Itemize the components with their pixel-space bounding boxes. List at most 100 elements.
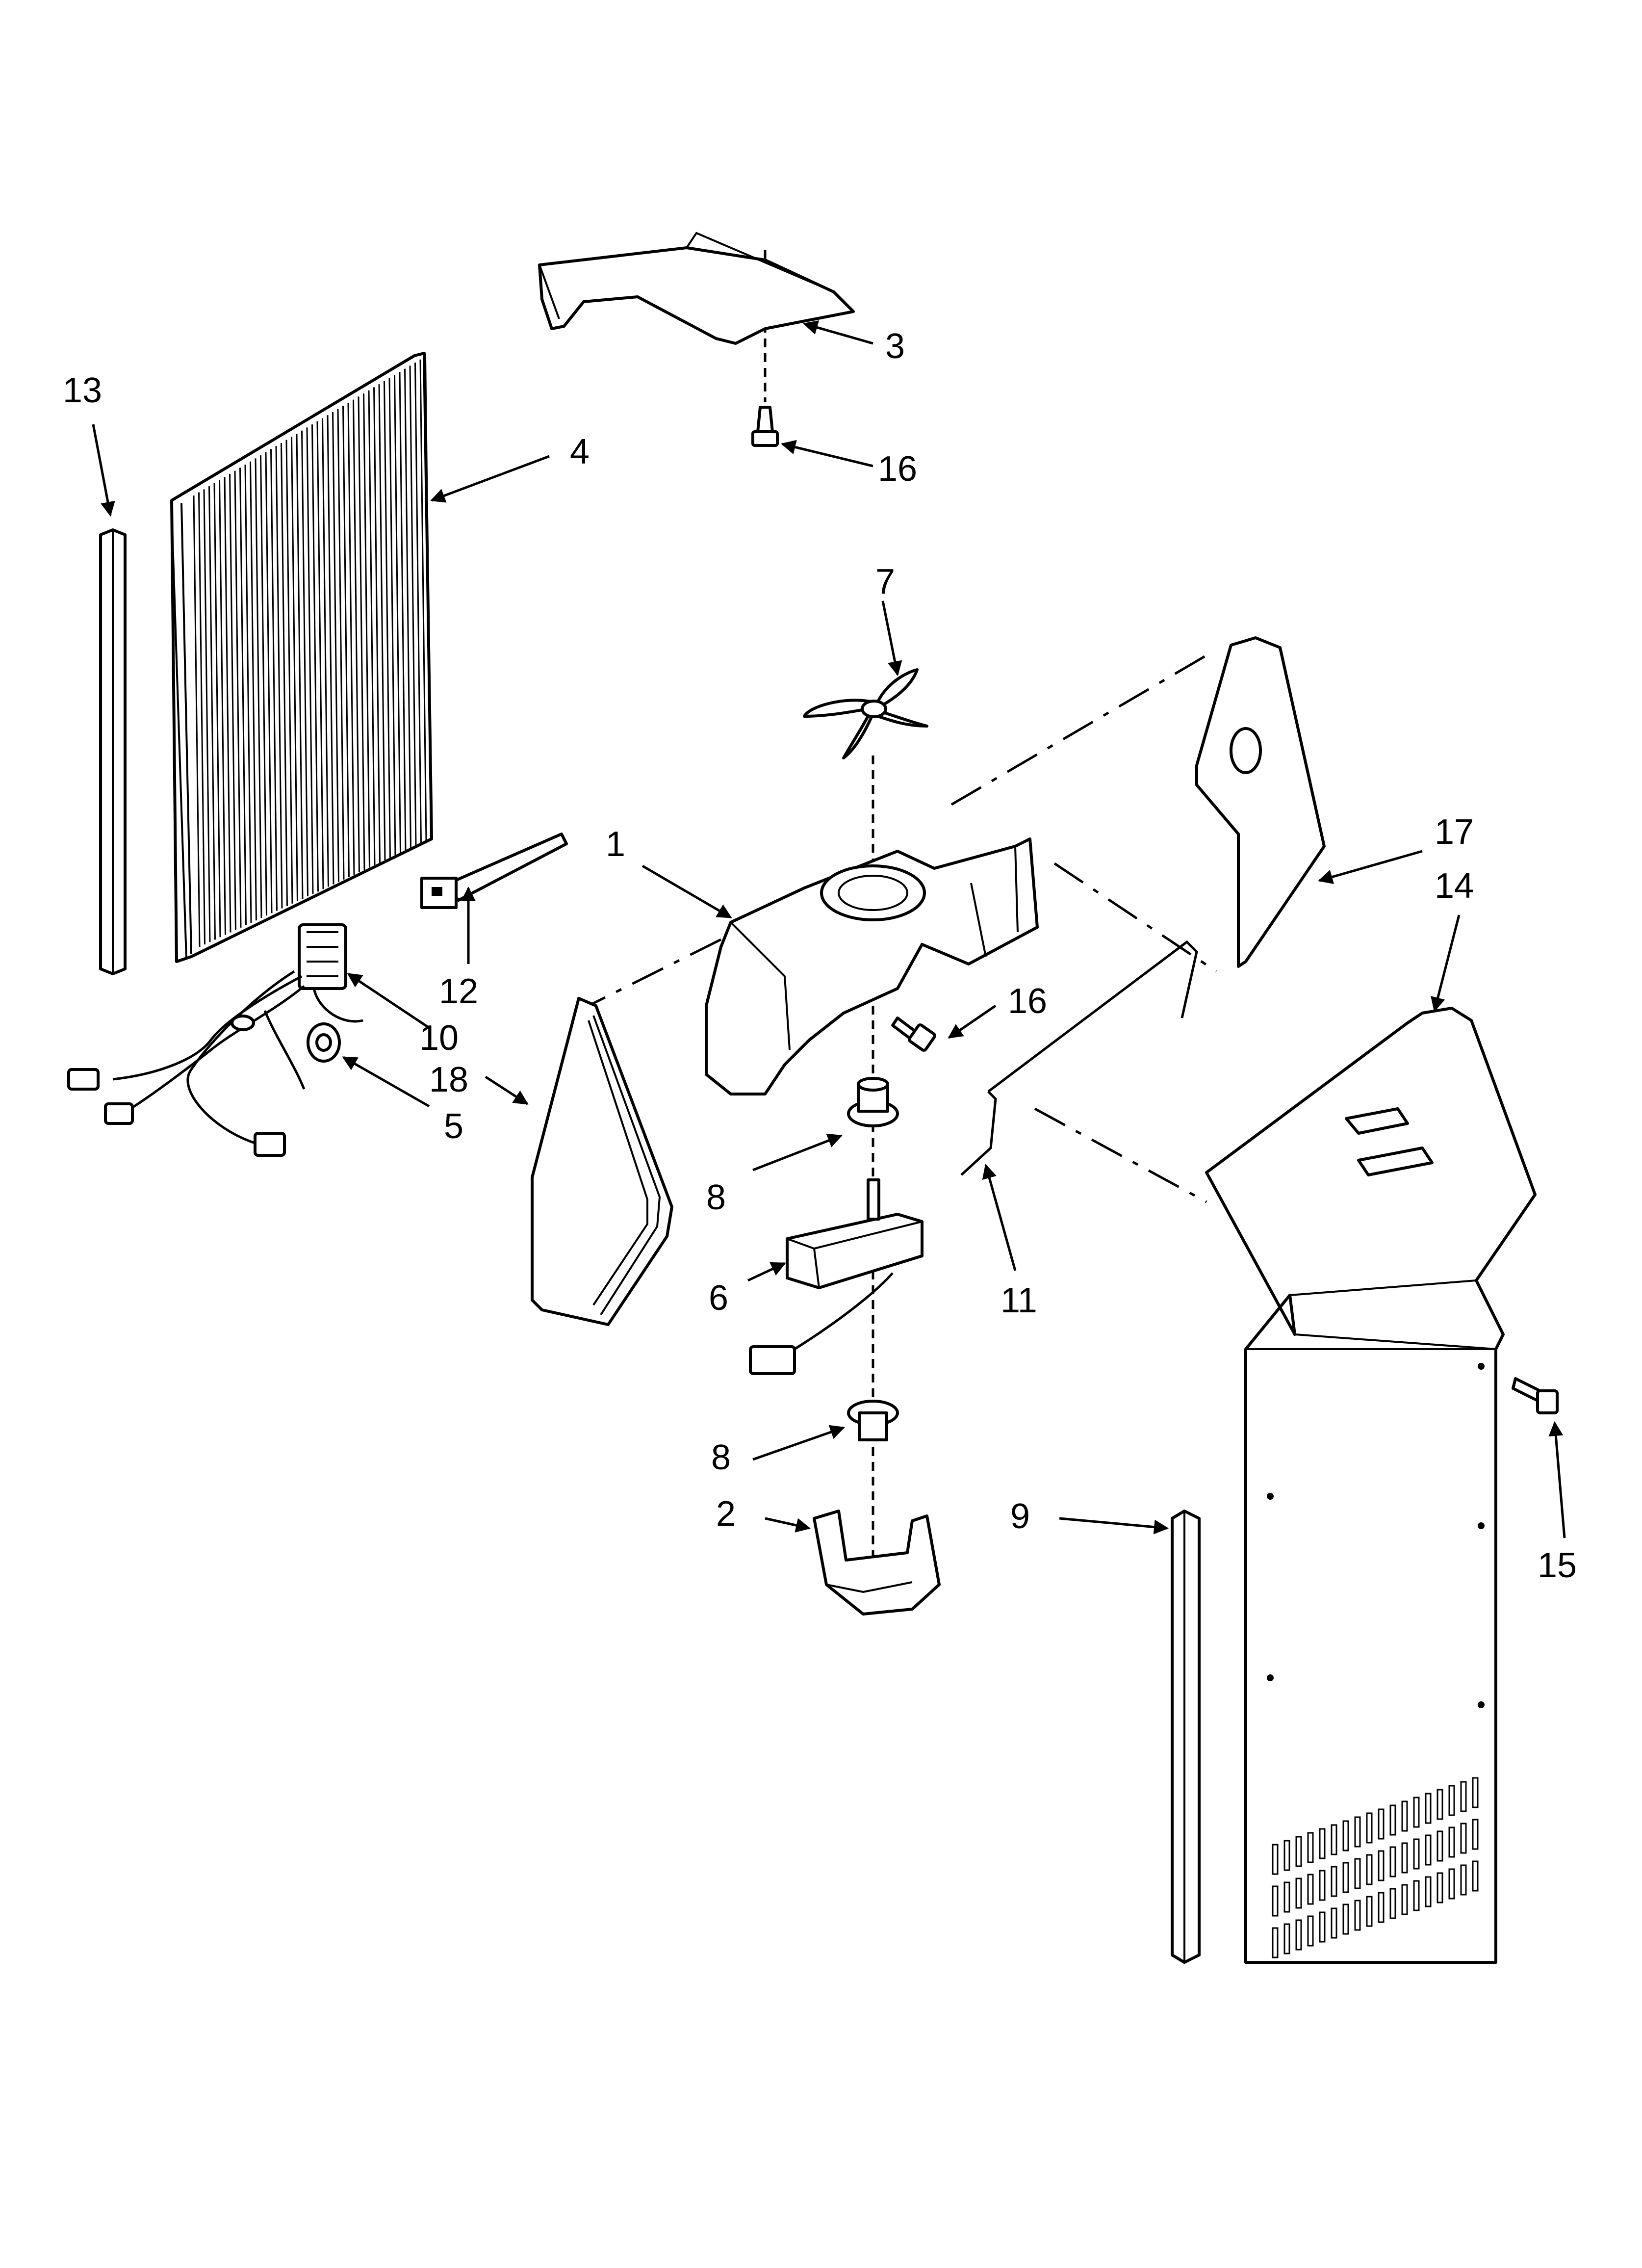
- coil-fin: [265, 452, 273, 913]
- coil-fin: [285, 440, 293, 904]
- callout-16-top: 16: [878, 449, 917, 489]
- callout-3: 3: [885, 327, 905, 366]
- vent-slot: [1425, 1834, 1432, 1866]
- vent-slot: [1272, 1927, 1279, 1958]
- screw-part-16-top: [751, 406, 779, 447]
- vent-slot: [1331, 1824, 1337, 1855]
- coil-fin: [291, 437, 298, 901]
- coil-fin: [239, 468, 247, 925]
- callout-1: 1: [606, 825, 625, 864]
- vent-slot: [1331, 1907, 1337, 1939]
- coil-fin: [373, 387, 381, 863]
- coil-fin: [224, 477, 231, 933]
- vent-slot: [1366, 1812, 1373, 1844]
- callout-11: 11: [1001, 1281, 1037, 1320]
- vent-slot: [1307, 1874, 1314, 1905]
- fan-motor-part-6: [749, 1178, 924, 1375]
- vent-slot: [1307, 1832, 1314, 1863]
- callout-10: 10: [419, 1018, 459, 1058]
- coil-fin: [425, 356, 432, 839]
- vent-slot: [1295, 1836, 1302, 1867]
- vent-slot: [1342, 1862, 1349, 1893]
- vent-slot: [1448, 1868, 1455, 1900]
- vent-slot: [1472, 1819, 1479, 1850]
- callout-18: 18: [429, 1060, 468, 1099]
- vent-slot: [1307, 1915, 1314, 1947]
- vent-slot: [1401, 1884, 1408, 1915]
- vent-slot: [1437, 1830, 1443, 1862]
- vent-slot: [1342, 1820, 1349, 1851]
- vent-slot: [1331, 1866, 1337, 1897]
- coil-fin: [193, 495, 201, 947]
- callout-6: 6: [709, 1278, 728, 1318]
- coil-fin: [244, 464, 252, 923]
- grommet-part-5: [307, 1022, 341, 1063]
- coil-fin: [316, 421, 324, 889]
- vent-slot: [1378, 1892, 1385, 1923]
- motor-mount-lower-part-8: [847, 1400, 899, 1441]
- vent-slot: [1342, 1903, 1349, 1935]
- coil-fin: [306, 427, 314, 894]
- coil-fin: [399, 371, 407, 851]
- coil-fin: [281, 443, 288, 906]
- screw-part-16-housing: [891, 1017, 936, 1052]
- vent-slot: [1437, 1789, 1443, 1820]
- insulation-part-17: [1195, 636, 1326, 968]
- callout-15: 15: [1538, 1546, 1577, 1585]
- vent-slot: [1283, 1840, 1290, 1871]
- coil-fin: [270, 449, 278, 911]
- cable-tie-part-12: [420, 833, 568, 909]
- vent-slot: [1354, 1900, 1361, 1931]
- vent-slot: [1319, 1828, 1326, 1859]
- coil-fin: [219, 480, 226, 935]
- callout-16-housing: 16: [1008, 982, 1047, 1021]
- coil-fin: [347, 402, 355, 875]
- coil-fin: [363, 393, 370, 868]
- coil-fin: [378, 384, 386, 860]
- vent-slot: [1472, 1777, 1479, 1808]
- vent-slot: [1366, 1854, 1373, 1885]
- coil-fins: [193, 356, 432, 947]
- coil-fin: [384, 381, 391, 858]
- vent-slot: [1425, 1876, 1432, 1907]
- coil-fin: [388, 378, 396, 856]
- vent-slot: [1448, 1785, 1455, 1816]
- fan-blade-part-7: [803, 668, 928, 759]
- coil-fin: [353, 399, 360, 873]
- coil-fin: [327, 415, 334, 885]
- vent-slot: [1378, 1850, 1385, 1881]
- cover-vent-slots: [1272, 1777, 1479, 1958]
- vent-slot: [1401, 1842, 1408, 1874]
- coil-fin: [311, 424, 319, 892]
- vent-slot: [1366, 1896, 1373, 1927]
- coil-fin: [208, 486, 216, 940]
- coil-fin: [368, 390, 376, 865]
- coil-fin: [250, 461, 257, 921]
- vent-slot: [1283, 1881, 1290, 1913]
- vent-slot: [1272, 1885, 1279, 1917]
- vent-slot: [1472, 1860, 1479, 1892]
- motor-bracket-part-2: [813, 1510, 941, 1616]
- coil-fin: [322, 418, 329, 887]
- vent-slot: [1354, 1858, 1361, 1889]
- rear-cover-part-14: [1205, 1007, 1537, 1964]
- callout-7: 7: [875, 562, 895, 601]
- wiring-harness-part-10: [67, 923, 363, 1157]
- motor-mount-upper-part-8: [847, 1077, 899, 1127]
- vent-slot: [1283, 1923, 1290, 1955]
- coil-fin: [358, 396, 365, 870]
- wire-frame-part-11: [960, 940, 1198, 1176]
- coil-fin: [394, 375, 401, 853]
- coil-fin: [255, 458, 262, 918]
- coil-fin: [198, 492, 205, 945]
- fan-housing-part-1: [705, 837, 1039, 1095]
- vent-slot: [1378, 1808, 1385, 1840]
- vent-slot: [1413, 1797, 1420, 1828]
- callout-labels: 13 4 3 16 7 1 17 14 12 10 16 18 5 8 6 11…: [63, 327, 1577, 1585]
- coil-fin: [419, 359, 427, 841]
- coil-fin: [229, 473, 236, 930]
- coil-fin: [301, 430, 308, 897]
- callout-2: 2: [716, 1494, 736, 1534]
- vent-slot: [1413, 1880, 1420, 1911]
